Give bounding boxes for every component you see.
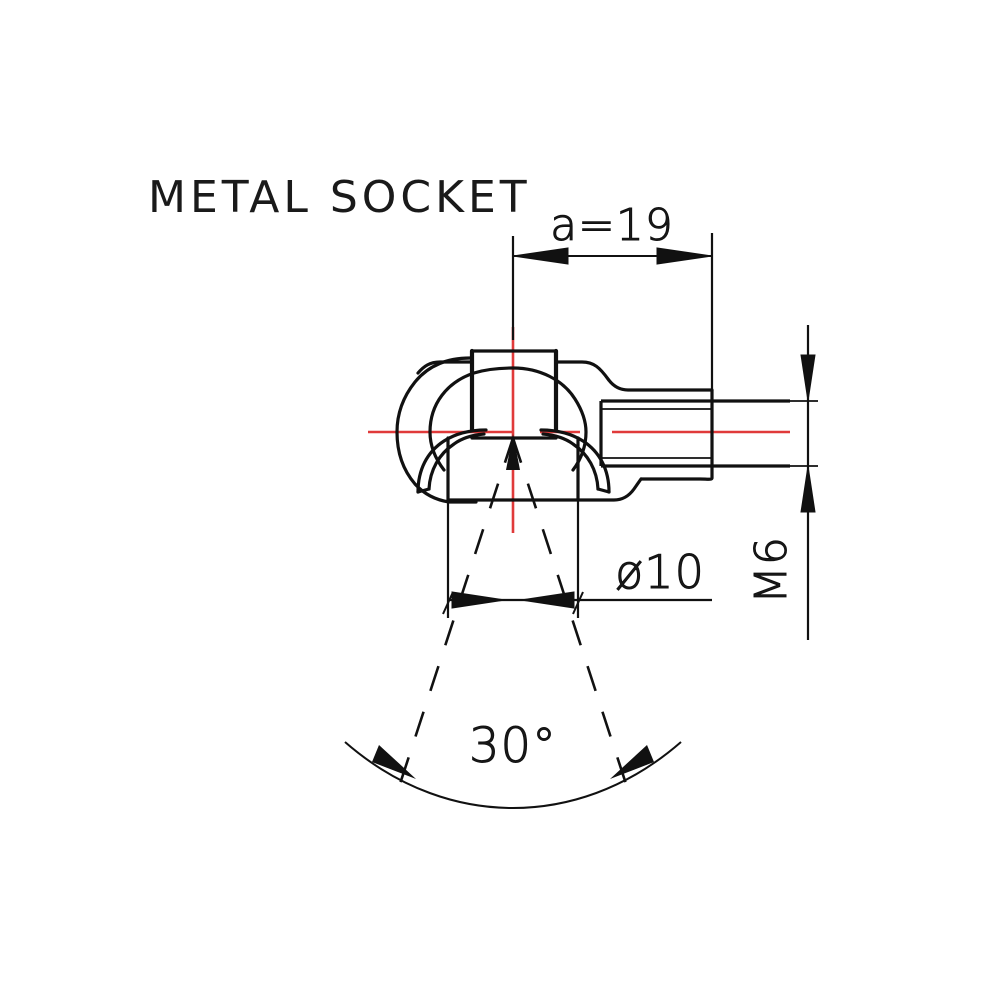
tick-d-right: [572, 591, 584, 615]
angle-ray-right: [511, 437, 630, 791]
dim-label-m6: M6: [746, 536, 797, 604]
arrow-angle-left: [372, 745, 416, 779]
arrow-a-left: [512, 247, 569, 265]
ball-seat-arc: [428, 366, 588, 472]
angle-rays: [396, 437, 630, 791]
retaining-clip-left-inner: [427, 432, 486, 491]
body-lower-outline: [641, 477, 714, 481]
dim-label-a: a=19: [550, 200, 674, 251]
shoulder-right: [554, 360, 714, 392]
dimension-swivel-angle: 30°: [344, 434, 682, 810]
dimension-thread-m6: M6: [712, 325, 818, 640]
arrow-angle-right: [610, 745, 654, 779]
dimension-bore-diameter: ø10: [442, 500, 712, 618]
dim-label-diameter: ø10: [615, 545, 705, 599]
retaining-clip-left-tip: [416, 487, 431, 494]
shoulder-left: [416, 360, 474, 375]
arrow-m6-top: [800, 354, 816, 402]
angle-ray-left: [396, 437, 515, 791]
dimension-length-a: a=19: [511, 200, 714, 392]
retaining-clip-right-tip: [596, 487, 611, 494]
dim-label-angle: 30°: [469, 718, 557, 774]
housing-outer-profile: [395, 356, 478, 504]
tick-d-left: [442, 591, 454, 615]
drawing-title: METAL SOCKET: [148, 172, 531, 223]
arrow-m6-bottom: [800, 465, 816, 513]
arrow-angle-vertex: [506, 434, 520, 470]
angle-arc: [344, 741, 682, 810]
retaining-clip-right: [539, 428, 611, 494]
arrow-a-right: [656, 247, 713, 265]
lower-body-right-extension: [576, 477, 643, 502]
retaining-clip-left: [416, 428, 488, 494]
retaining-clip-right-inner: [541, 432, 600, 491]
arrow-d-right: [520, 591, 575, 609]
arrow-d-left: [451, 591, 506, 609]
